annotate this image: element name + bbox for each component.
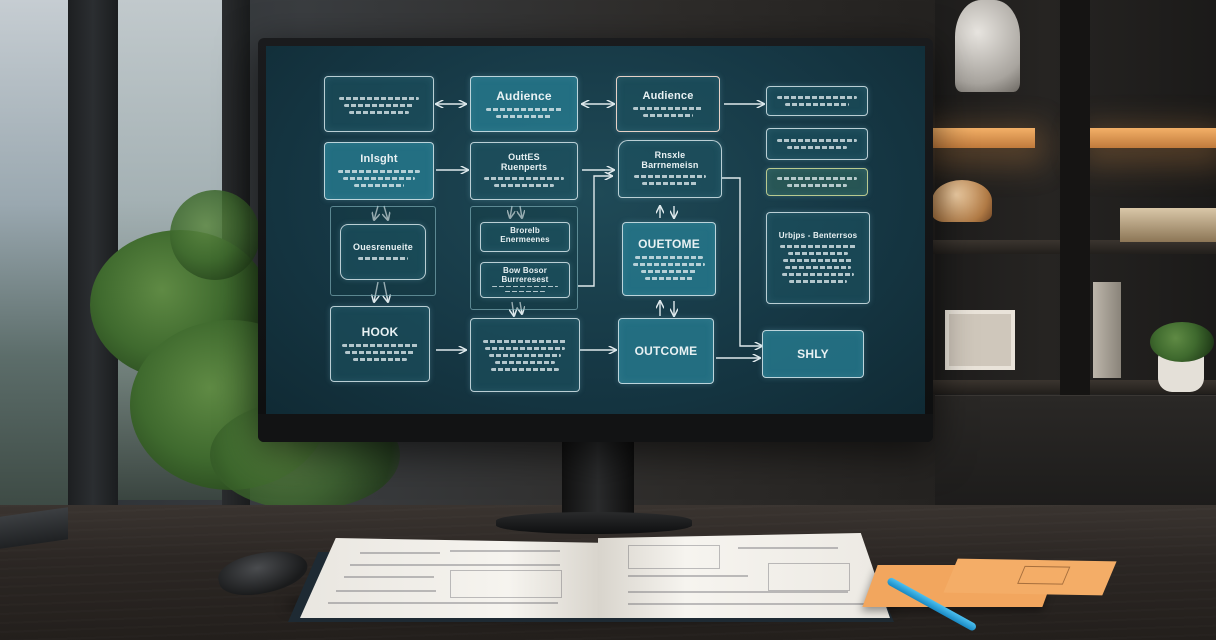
shelf-light <box>930 128 1035 148</box>
potted-plant-leaves <box>1150 322 1214 362</box>
low-cabinet <box>935 395 1216 506</box>
book-stack <box>1120 208 1216 242</box>
node-title: OuttES Ruenperts <box>500 152 548 172</box>
vase <box>955 0 1020 92</box>
flow-node <box>766 86 868 116</box>
plant-leaves <box>170 190 260 280</box>
flow-node <box>766 168 868 196</box>
node-title: OUTCOME <box>634 344 698 358</box>
node-title: Bow Bosor Burreresest <box>501 266 549 284</box>
flow-node: Brorelb Enermeenes <box>480 222 570 252</box>
diagram-arrows <box>266 46 925 414</box>
node-title: Audience <box>496 88 552 103</box>
flow-node <box>470 318 580 392</box>
window-left <box>0 0 75 510</box>
monitor-stand-neck <box>562 442 634 520</box>
node-title: Inlsght <box>360 153 398 165</box>
shelf-book <box>1093 282 1121 378</box>
flow-node: Urbjps - Benterrsos <box>766 212 870 304</box>
flow-node: Bow Bosor Burreresest <box>480 262 570 298</box>
shly-node: SHLY <box>762 330 864 378</box>
flow-node: Rnsxle Barrnemeisn <box>618 140 722 198</box>
node-title: SHLY <box>797 347 829 361</box>
window-frame <box>68 0 118 505</box>
node-title: Ouesrenueite <box>353 242 413 252</box>
flow-node <box>324 76 434 132</box>
monitor-stand-base <box>496 512 692 534</box>
decor-bowl <box>932 180 992 222</box>
hook-node: HOOK <box>330 306 430 382</box>
notebook-page-right <box>598 533 890 618</box>
audience-node: Audience <box>470 76 578 132</box>
monitor-chin <box>258 414 933 442</box>
node-title: Brorelb Enermeenes <box>500 226 550 244</box>
flow-node: Ouesrenueite <box>340 224 426 280</box>
audience-node: Audience <box>616 76 720 132</box>
shelf-light <box>1090 128 1216 148</box>
flow-node: OuttES Ruenperts <box>470 142 578 200</box>
node-title: HOOK <box>361 325 399 339</box>
outcome-node: OUETOME <box>622 222 716 296</box>
node-title: Rnsxle Barrnemeisn <box>641 150 699 170</box>
outcome-node: OUTCOME <box>618 318 714 384</box>
node-title: Urbjps - Benterrsos <box>778 231 858 240</box>
node-title: Audience <box>642 89 694 102</box>
notebook-page-left <box>300 538 598 618</box>
node-title: OUETOME <box>638 236 700 251</box>
sticky-note <box>943 558 1117 596</box>
flow-node <box>766 128 868 160</box>
picture-frame <box>945 310 1015 370</box>
monitor-screen: Audience Audience Inlsght OuttES Ruenper… <box>266 46 925 414</box>
insight-node: Inlsght <box>324 142 434 200</box>
